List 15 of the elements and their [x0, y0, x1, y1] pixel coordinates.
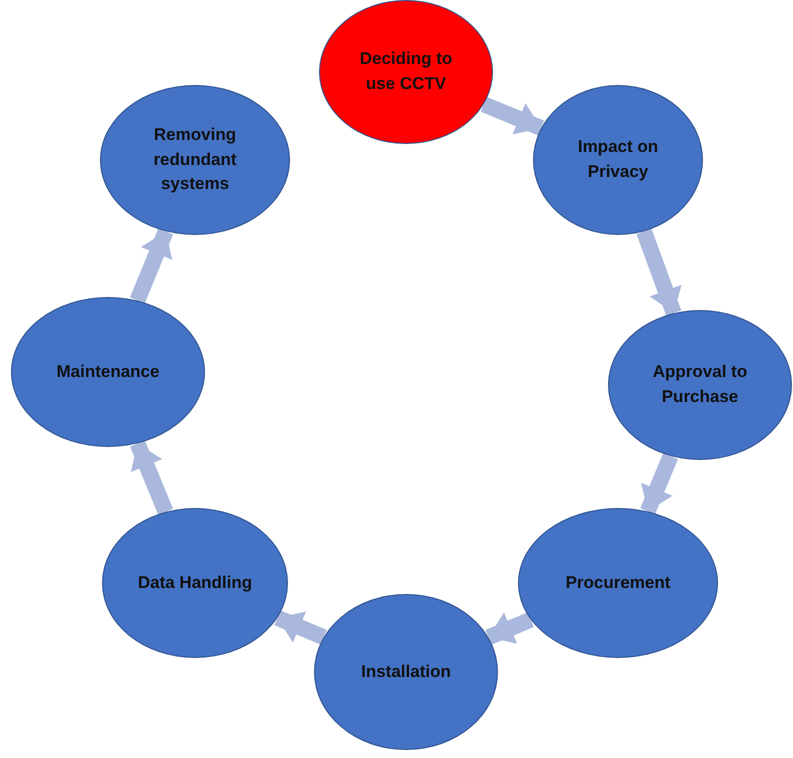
node-label: Maintenance [56, 360, 160, 383]
node-label: Procurement [566, 572, 670, 594]
block-arrow [130, 228, 174, 304]
block-arrow [485, 612, 534, 645]
node-label: Approval to Purchase [652, 361, 748, 408]
block-arrow [130, 440, 174, 515]
node-label: Removing redundant systems [152, 124, 238, 196]
block-arrow [636, 228, 682, 316]
node-label: Impact on Privacy [576, 136, 660, 183]
node-label: Data Handling [138, 572, 252, 594]
block-arrow [274, 610, 327, 645]
node-label: Installation [361, 660, 451, 683]
node-label: Deciding to use CCTV [358, 48, 454, 95]
block-arrow [640, 453, 678, 514]
block-arrow [480, 96, 544, 136]
